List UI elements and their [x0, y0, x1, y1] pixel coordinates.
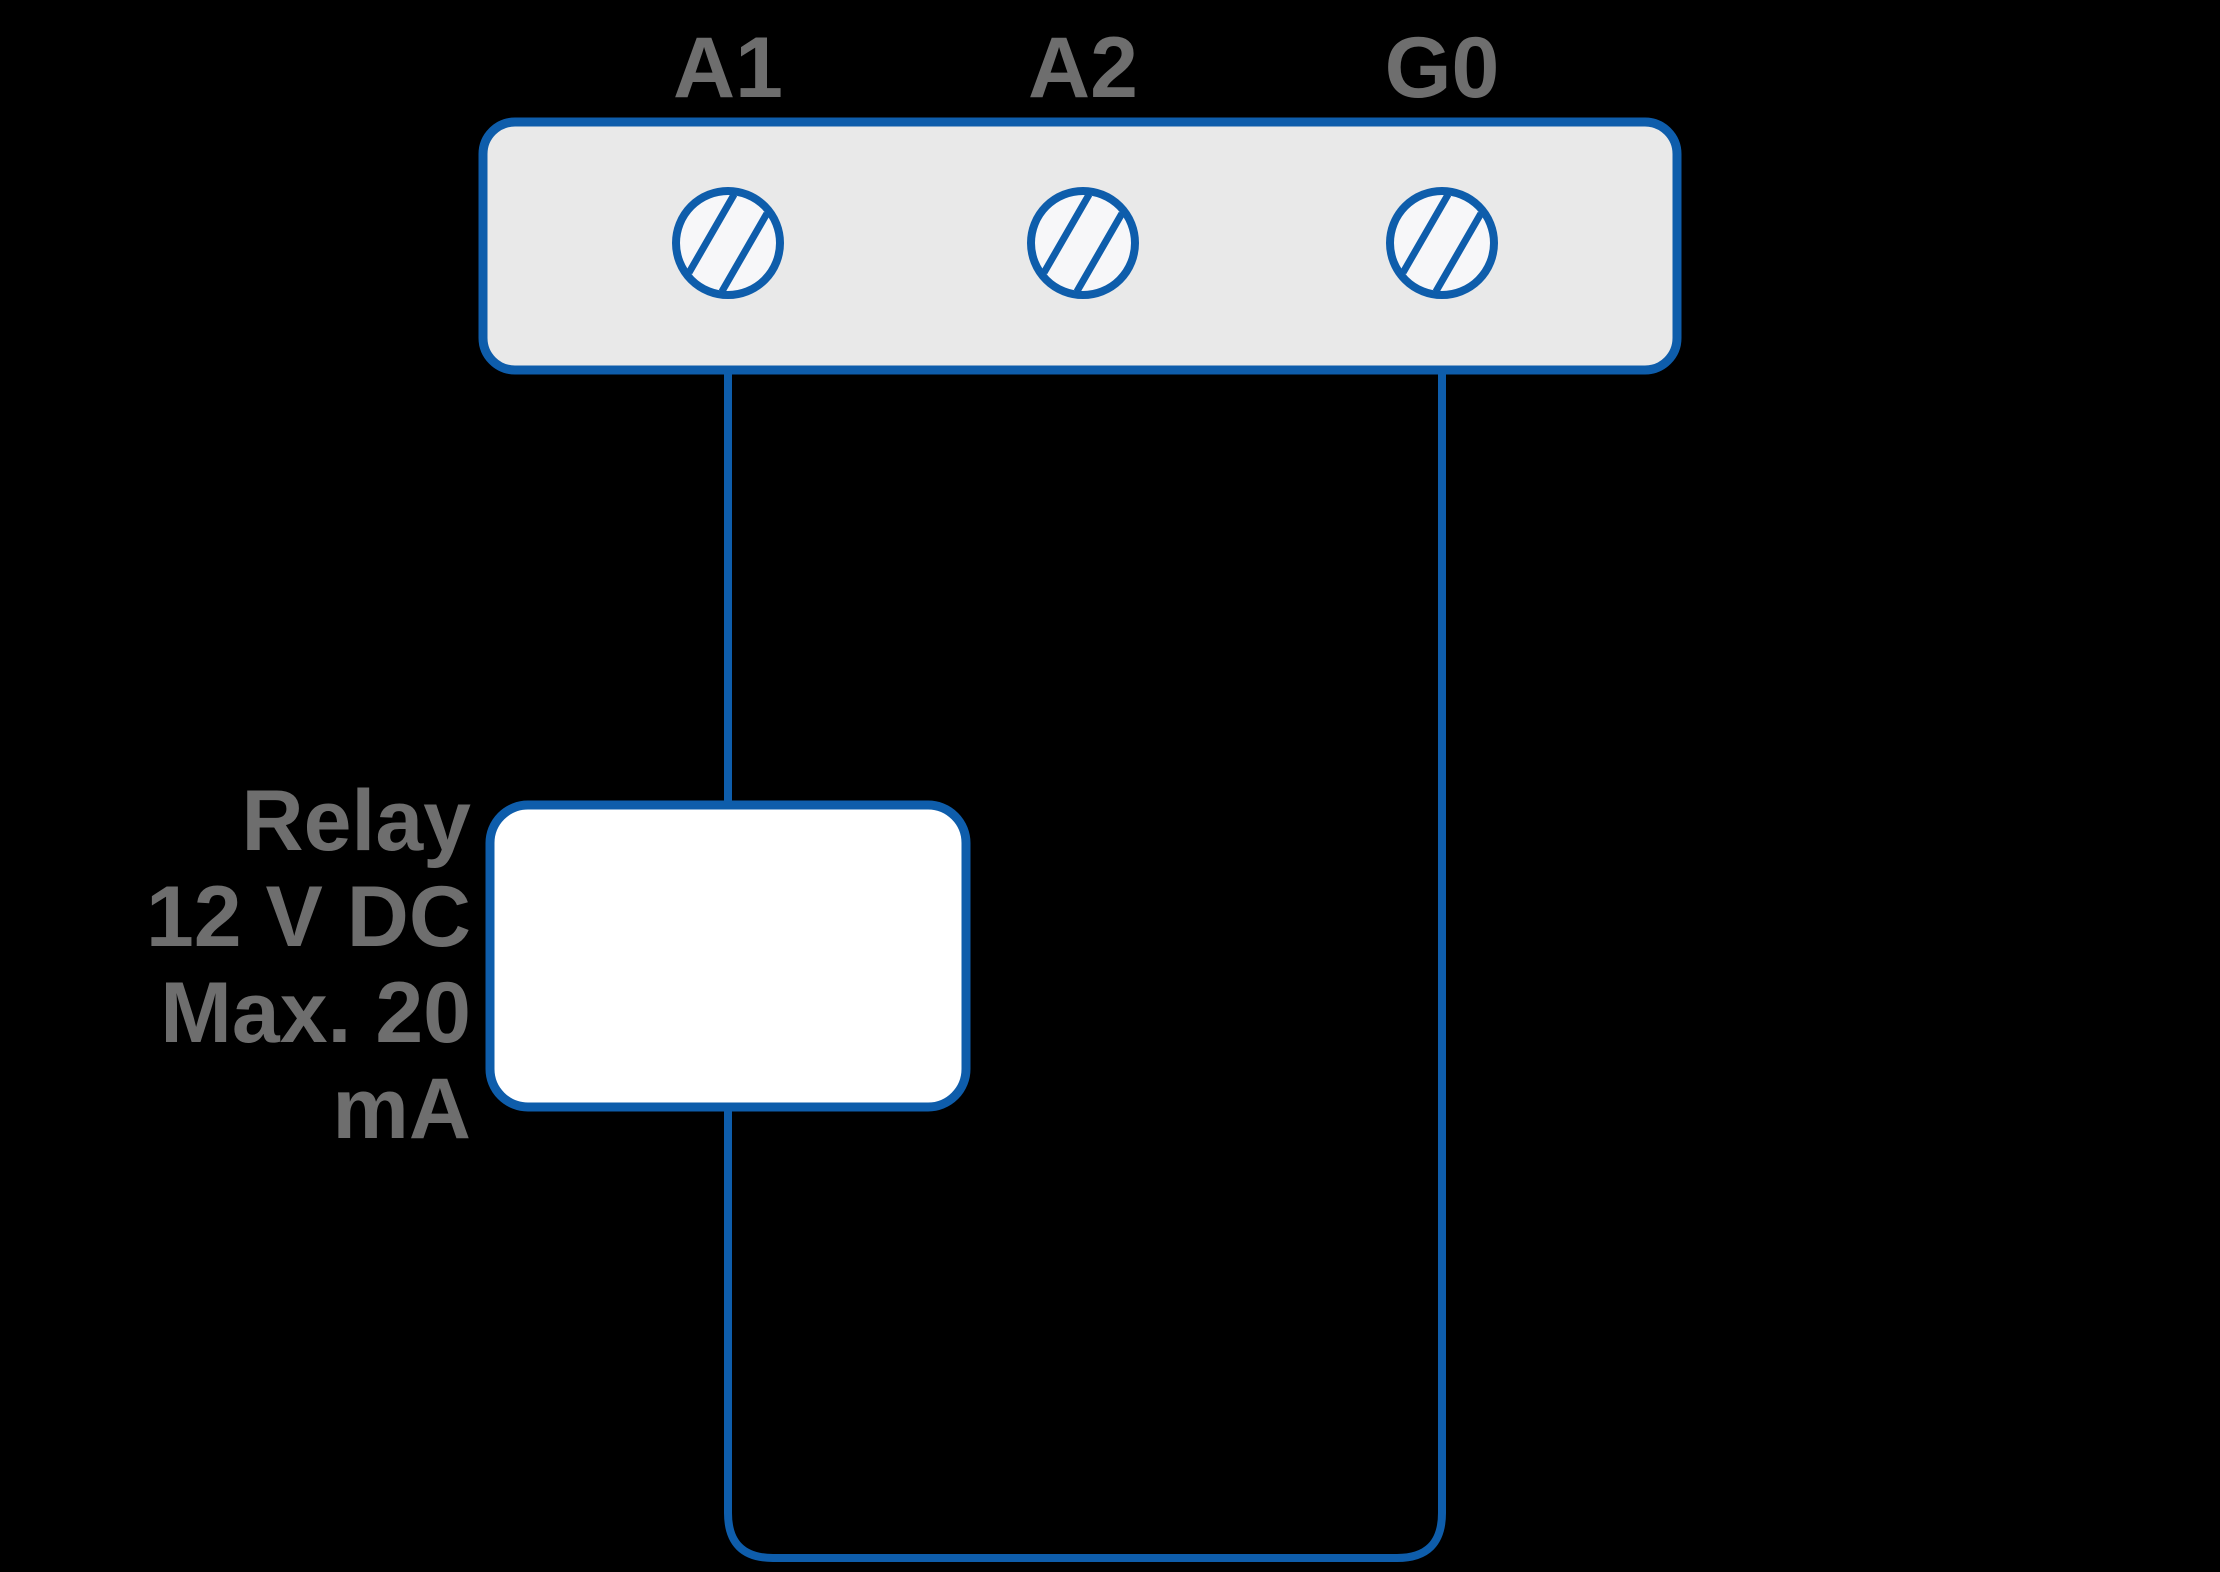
- screw-terminal-a1-icon: [676, 191, 780, 295]
- relay-caption-line-4: mA: [332, 1061, 471, 1157]
- screw-terminal-a2-icon: [1031, 191, 1135, 295]
- relay-caption-line-1: Relay: [242, 773, 472, 869]
- screw-terminal-g0-icon: [1390, 191, 1494, 295]
- relay-caption-line-3: Max. 20: [160, 965, 471, 1061]
- terminal-label-g0: G0: [1385, 20, 1500, 116]
- terminal-label-a2: A2: [1028, 20, 1138, 116]
- terminal-label-a1: A1: [673, 20, 783, 116]
- relay-box: [485, 800, 971, 1112]
- wire-a1-to-g0: [724, 370, 1446, 1562]
- relay-caption-line-2: 12 V DC: [146, 869, 471, 965]
